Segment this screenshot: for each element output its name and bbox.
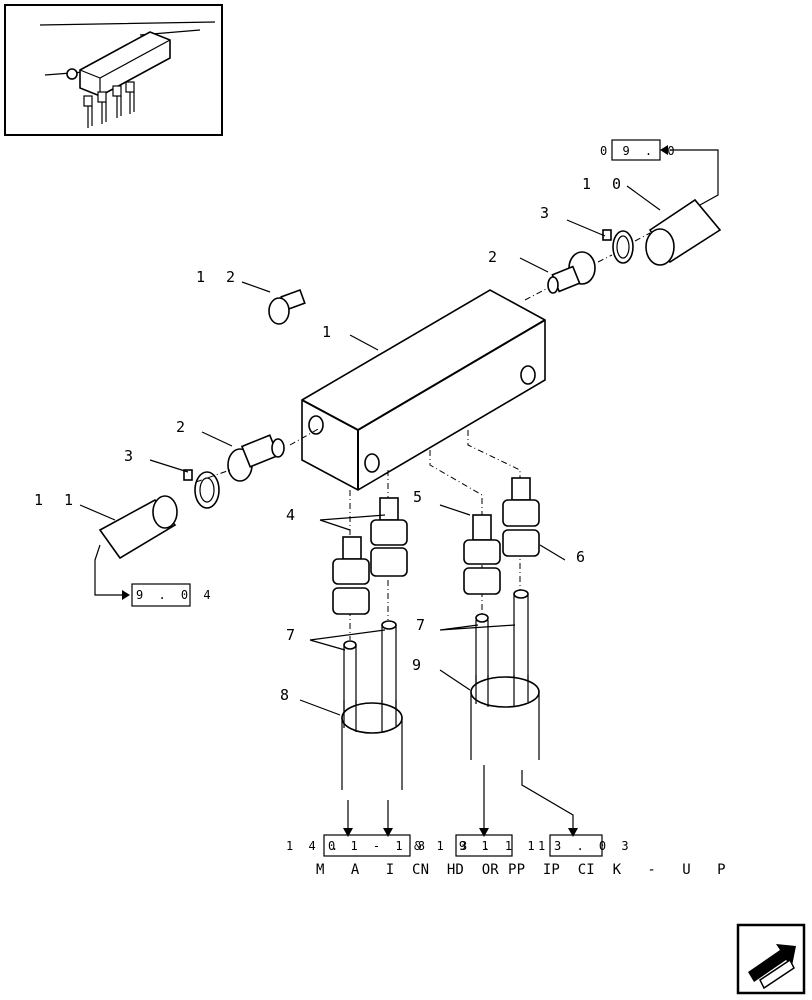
callout-12: 1 2 [196,268,241,286]
fitting-4b [370,497,408,577]
sleeve-8 [341,700,403,790]
callout-2-right: 2 [488,248,503,266]
callout-3-right: 3 [540,204,555,222]
callout-8: 8 [280,686,295,704]
hose-10 [645,198,722,266]
fitting-5 [463,514,501,595]
caption-pick: P I C K - U P [508,862,735,878]
callout-1: 1 [322,323,337,341]
callout-9: 9 [412,656,427,674]
callout-10: 1 0 [582,175,627,193]
fitting-2-right [547,251,596,294]
ref-box-left [131,583,191,607]
ref-main: 0 1 - 1 8 [328,839,429,853]
callout-5: 5 [413,488,428,506]
clamp-3-left [183,469,220,509]
ref-amp: & 1 9 1 [414,839,493,853]
manifold-block [301,289,546,491]
ref-box-main [323,834,411,857]
caption-chop: C H O P P I [412,862,604,878]
assembly-thumbnail-icon [4,4,223,136]
ref-left: 9 . 0 4 [136,588,215,602]
callout-7-right: 7 [416,616,431,634]
callout-2-left: 2 [176,418,191,436]
next-page-arrow-icon[interactable] [736,923,806,995]
sleeve-9 [470,675,540,760]
ref-box-top [611,139,661,161]
fitting-4a [332,536,370,615]
fitting-2-left [227,434,285,482]
clamp-3-right [602,229,634,264]
ref-box-chop [455,834,513,857]
tubes-7 [343,589,529,720]
ref-bottom-prefix: 1 4 . [286,839,342,853]
hose-11 [98,495,178,560]
callout-6: 6 [576,548,591,566]
callout-11: 1 1 [34,491,79,509]
callout-4: 4 [286,506,301,524]
ref-pick-prefix: 1 [538,839,549,853]
plug-12 [268,288,306,325]
ref-box-pick [549,834,603,857]
callout-7-left: 7 [286,626,301,644]
ref-chop: 3 . 1 1 [460,839,539,853]
caption-main: M A I N D R [316,862,508,878]
ref-prefix-top: 0 9 . 0 [600,144,679,158]
callout-3-left: 3 [124,447,139,465]
ref-pick: 3 . 0 3 [554,839,633,853]
fitting-6 [502,477,540,557]
